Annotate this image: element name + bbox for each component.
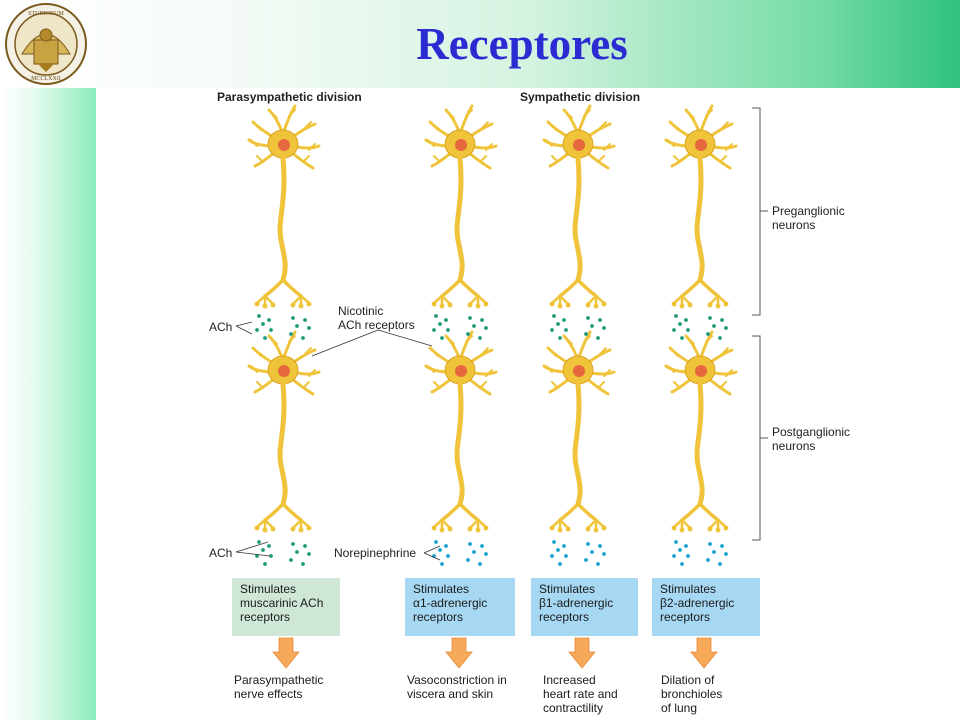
ach-release-dots-2 [432, 314, 488, 340]
nicotinic-receptors-label: Nicotinic ACh receptors [338, 304, 415, 332]
effect-bronchiole-dilation: Dilation of bronchioles of lung [661, 673, 723, 715]
parasympathetic-division-heading: Parasympathetic division [217, 90, 362, 104]
preganglionic-label: Preganglionic neurons [772, 204, 845, 232]
preganglionic-neuron-2 [424, 104, 498, 309]
slide-title: Receptores [416, 19, 628, 69]
postganglionic-neuron-2 [424, 330, 498, 533]
receptor-box-muscarinic: Stimulates muscarinic ACh receptors [232, 578, 340, 636]
ach-label-top: ACh [209, 320, 233, 334]
slide-header [0, 0, 960, 88]
ach-release-dots-1 [255, 314, 311, 340]
norepinephrine-terminal-dots-4 [672, 540, 728, 566]
effect-arrow-1 [272, 637, 300, 669]
postganglionic-neuron-1 [247, 330, 321, 533]
effect-vasoconstriction: Vasoconstriction in viscera and skin [407, 673, 507, 701]
norepinephrine-terminal-dots-3 [550, 540, 606, 566]
nicotinic-leader-right [377, 329, 433, 347]
ach-label-bottom: ACh [209, 546, 233, 560]
norepinephrine-label: Norepinephrine [334, 546, 417, 560]
preganglionic-bracket [752, 107, 761, 316]
ach-bottom-leader [235, 541, 271, 557]
norepinephrine-terminal-dots-2 [432, 540, 488, 566]
ach-release-dots-3 [550, 314, 606, 340]
postganglionic-neuron-3 [542, 330, 616, 533]
receptor-box-alpha1: Stimulates α1-adrenergic receptors [405, 578, 515, 636]
svg-text:MCCLXXII: MCCLXXII [31, 76, 61, 82]
ach-top-leader [235, 321, 253, 335]
receptor-box-beta2: Stimulates β2-adrenergic receptors [652, 578, 760, 636]
norepinephrine-leader [423, 545, 441, 561]
svg-text:STUDIORUM: STUDIORUM [28, 11, 64, 17]
sympathetic-division-heading: Sympathetic division [520, 90, 641, 104]
effect-arrow-2 [445, 637, 473, 669]
preganglionic-neuron-4 [664, 104, 738, 309]
postganglionic-bracket [752, 335, 761, 541]
slide-sidebar-gradient [0, 88, 96, 720]
effect-arrow-4 [690, 637, 718, 669]
effect-heart-rate: Increased heart rate and contractility [543, 673, 618, 715]
postganglionic-label: Postganglionic neurons [772, 425, 851, 453]
effect-parasympathetic: Parasympathetic nerve effects [234, 673, 324, 701]
nicotinic-leader-left [311, 329, 379, 357]
postganglionic-neuron-4 [664, 330, 738, 533]
ach-release-dots-4 [672, 314, 728, 340]
preganglionic-neuron-1 [247, 104, 321, 309]
autonomic-receptors-diagram [235, 104, 768, 669]
receptor-box-beta1: Stimulates β1-adrenergic receptors [531, 578, 638, 636]
university-seal-logo: STUDIORUM MCCLXXII [5, 3, 87, 85]
effect-arrow-3 [568, 637, 596, 669]
ach-terminal-dots-1 [255, 540, 311, 566]
preganglionic-neuron-3 [542, 104, 616, 309]
